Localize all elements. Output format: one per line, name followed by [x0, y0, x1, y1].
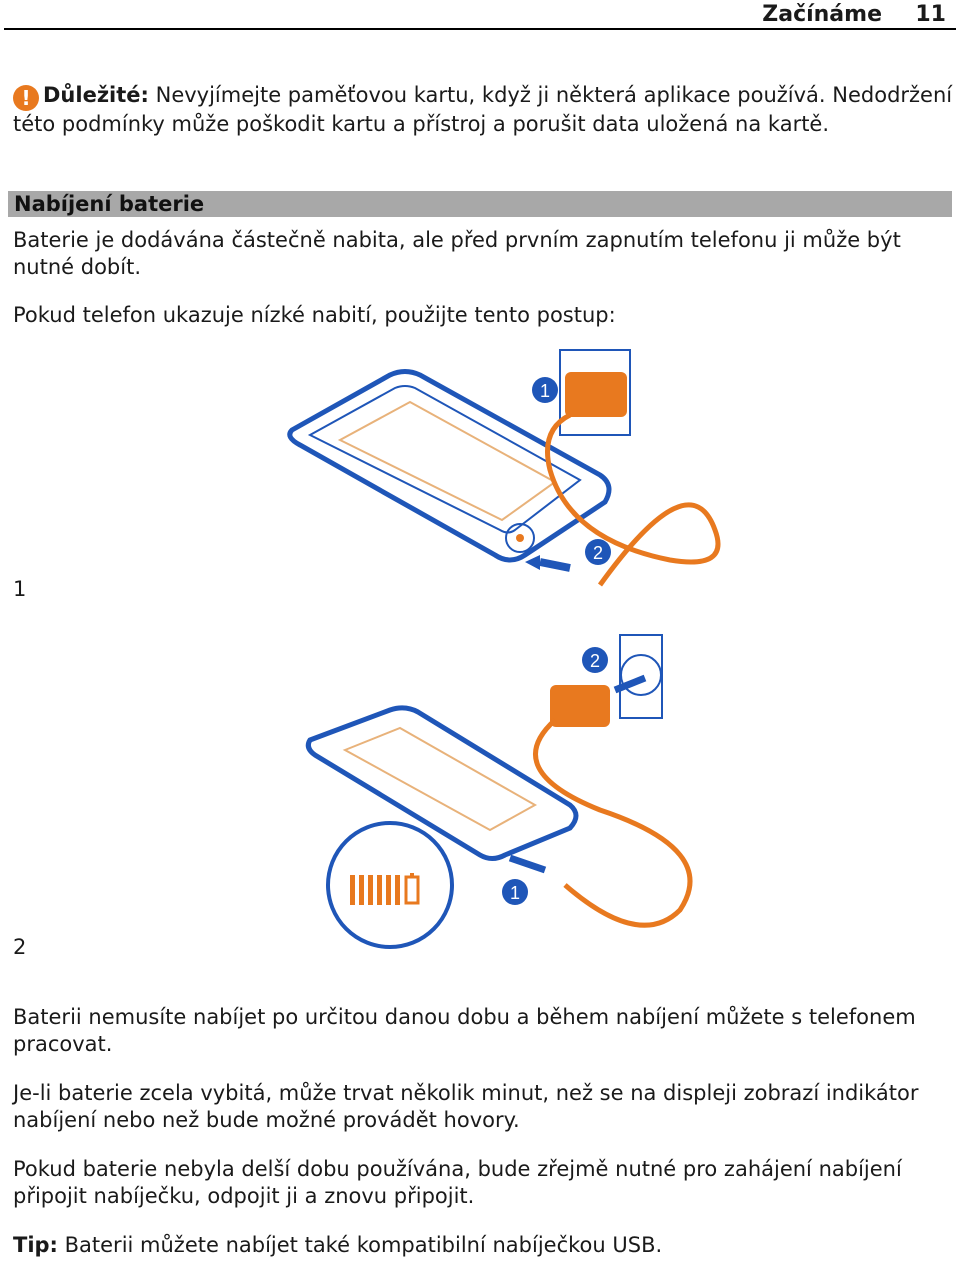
arrow-icon [525, 555, 571, 572]
callout-2-icon: 2 [582, 647, 608, 673]
section-instruction: Pokud telefon ukazuje nízké nabití, použ… [13, 303, 616, 327]
section-title: Nabíjení baterie [14, 192, 205, 216]
step-1-number: 1 [13, 577, 27, 601]
paragraph-3: Pokud baterie nebyla delší dobu používán… [13, 1157, 902, 1208]
phone-icon [305, 705, 579, 861]
important-note: !Důležité: Nevyjímejte paměťovou kartu, … [13, 82, 953, 138]
svg-text:1: 1 [510, 883, 520, 903]
warning-icon: ! [13, 85, 39, 111]
step-2-number: 2 [13, 935, 27, 959]
callout-2-icon: 2 [585, 539, 611, 565]
charging-step-1-figure: 1 2 [287, 349, 721, 587]
arrow-icon [508, 674, 647, 874]
important-text: Nevyjímejte paměťovou kartu, když ji něk… [13, 83, 953, 136]
charger-icon [533, 685, 693, 928]
svg-text:2: 2 [593, 543, 603, 563]
important-label: Důležité: [43, 83, 149, 107]
page-header: Začínáme 11 [0, 0, 960, 30]
callout-1-icon: 1 [502, 879, 528, 905]
section-heading-bar: Nabíjení baterie [8, 191, 952, 217]
callout-1-icon: 1 [532, 377, 558, 403]
section-intro: Baterie je dodávána částečně nabita, ale… [13, 228, 901, 279]
tip-label: Tip: [13, 1233, 58, 1257]
battery-indicator-icon [326, 821, 454, 949]
chapter-title: Začínáme [762, 2, 882, 27]
paragraph-2: Je-li baterie zcela vybitá, může trvat n… [13, 1081, 919, 1132]
svg-text:2: 2 [590, 651, 600, 671]
tip-note: Tip: Baterii můžete nabíjet také kompati… [13, 1232, 953, 1259]
tip-text: Baterii můžete nabíjet také kompatibilní… [57, 1233, 663, 1257]
phone-icon [287, 369, 612, 563]
header-rule [4, 28, 956, 30]
svg-text:1: 1 [540, 381, 550, 401]
charging-step-2-figure: 2 1 [305, 634, 693, 949]
paragraph-1: Baterii nemusíte nabíjet po určitou dano… [13, 1005, 916, 1056]
charger-icon [545, 349, 721, 587]
page-number: 11 [915, 2, 946, 27]
